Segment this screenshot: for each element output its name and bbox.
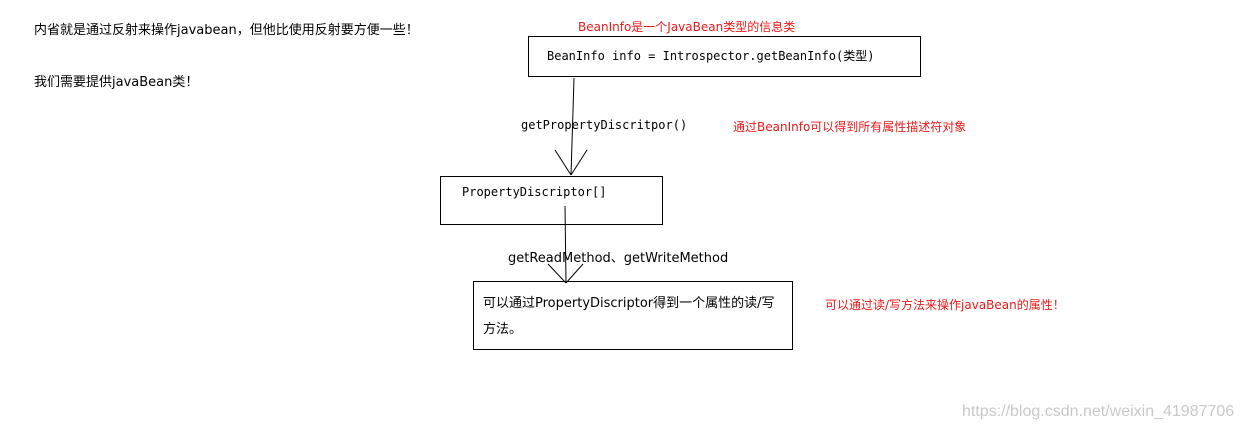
get-property-label: getPropertyDiscritpor() [521,118,688,132]
beaninfo-note: BeanInfo是一个JavaBean类型的信息类 [578,20,796,34]
beaninfo-code: BeanInfo info = Introspector.getBeanInfo… [547,49,875,63]
arrow-descriptor-to-readwrite [547,205,584,284]
watermark: https://blog.csdn.net/weixin_41987706 [962,403,1235,420]
get-methods-label: getReadMethod、getWriteMethod [508,251,729,266]
read-write-text-line-2: 方法。 [483,322,523,337]
get-methods-note: 可以通过读/写方法来操作javaBean的属性！ [825,298,1065,312]
beaninfo-box: BeanInfo info = Introspector.getBeanInfo… [528,36,921,77]
read-write-text-line-1: 可以通过PropertyDiscriptor得到一个属性的读/写 [483,296,775,311]
arrow-beaninfo-to-descriptor [554,77,588,176]
get-property-note: 通过BeanInfo可以得到所有属性描述符对象 [733,120,967,134]
property-descriptor-code: PropertyDiscriptor[] [462,185,607,199]
read-write-box: 可以通过PropertyDiscriptor得到一个属性的读/写 方法。 [473,281,793,350]
intro-line-1: 内省就是通过反射来操作javabean，但他比使用反射要方便一些！ [34,23,419,38]
intro-line-2: 我们需要提供javaBean类！ [34,75,199,90]
property-descriptor-box: PropertyDiscriptor[] [440,176,663,225]
